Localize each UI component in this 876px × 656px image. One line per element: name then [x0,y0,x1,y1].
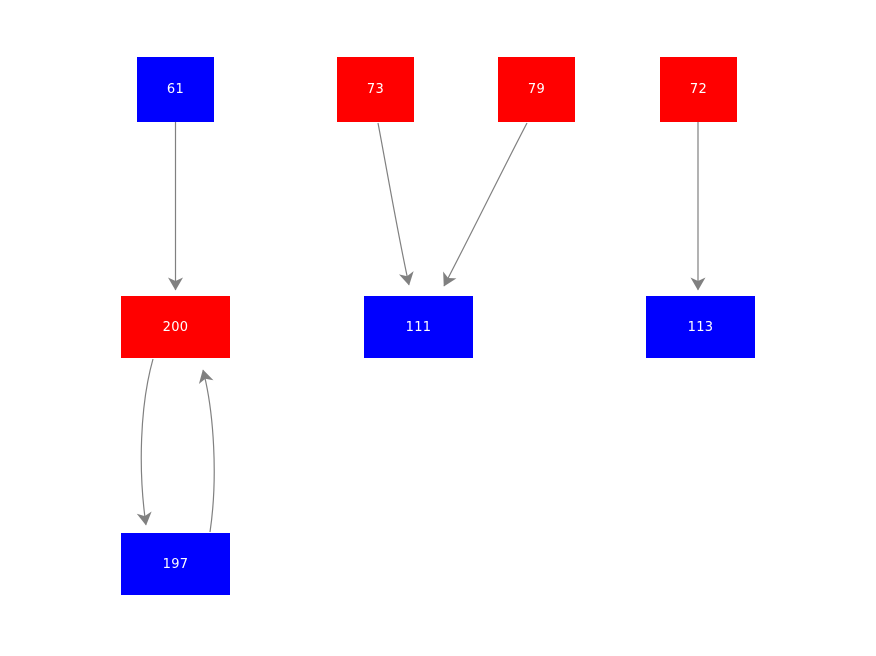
node-label: 79 [527,82,546,97]
node-label: 197 [162,556,189,572]
edge-73-to-111 [377,122,414,286]
graph-node-200[interactable]: 200 [121,296,230,358]
edge-79-to-111 [443,122,528,287]
node-label: 113 [687,319,714,335]
graph-node-72[interactable]: 72 [660,57,737,122]
node-label: 61 [166,82,185,97]
graph-node-197[interactable]: 197 [121,533,230,595]
graph-node-79[interactable]: 79 [498,57,575,122]
graph-node-73[interactable]: 73 [337,57,414,122]
graph-node-61[interactable]: 61 [137,57,214,122]
node-label: 111 [405,319,432,335]
graph-node-113[interactable]: 113 [646,296,755,358]
node-label: 72 [689,82,708,97]
edge-200-to-197 [136,358,154,526]
graph-node-111[interactable]: 111 [364,296,473,358]
node-label: 200 [162,319,189,335]
node-label: 73 [366,82,385,97]
edge-197-to-200 [198,369,215,533]
